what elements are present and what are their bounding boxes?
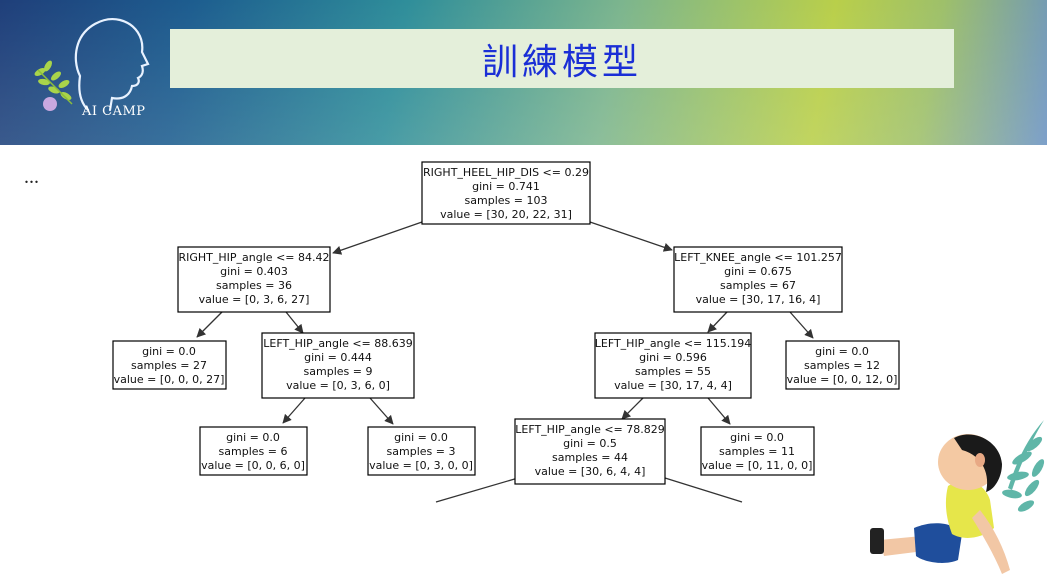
node-root-line-2: samples = 103	[465, 194, 548, 207]
edge-root-n1	[332, 221, 423, 255]
edge-n5-n9	[621, 397, 644, 420]
hair	[954, 434, 1002, 492]
node-n9-line-2: samples = 44	[552, 451, 628, 464]
node-box-n7	[199, 426, 308, 476]
node-n8-line-2: value = [0, 3, 0, 0]	[369, 459, 473, 472]
shorts	[914, 523, 962, 563]
page-title: 訓練模型	[481, 41, 642, 83]
node-box-n2	[673, 246, 843, 313]
edge-n9-left	[435, 477, 519, 503]
node-n4-line-1: gini = 0.444	[304, 351, 372, 364]
node-n2-line-3: value = [30, 17, 16, 4]	[696, 293, 821, 306]
node-n4-line-2: samples = 9	[304, 365, 373, 378]
node-n1-line-2: samples = 36	[216, 279, 292, 292]
ellipsis-text: ...	[24, 166, 39, 188]
node-box-n4	[261, 332, 415, 399]
node-n8-line-1: samples = 3	[387, 445, 456, 458]
node-n5-line-3: value = [30, 17, 4, 4]	[614, 379, 732, 392]
node-box-root	[421, 161, 591, 225]
node-root-line-3: value = [30, 20, 22, 31]	[440, 208, 572, 221]
leaf-icon	[34, 60, 73, 105]
child-mascot-illustration	[870, 420, 1045, 574]
edge-n4-n8	[369, 397, 394, 425]
logo-text: AI CAMP	[82, 104, 146, 119]
node-n3-line-2: value = [0, 0, 0, 27]	[114, 373, 225, 386]
node-box-n10	[700, 426, 815, 476]
node-box-n9	[514, 418, 666, 485]
edge-n1-n4	[285, 311, 304, 334]
node-box-n3	[112, 340, 227, 390]
node-n2-line-0: LEFT_KNEE_angle <= 101.257	[674, 251, 842, 264]
node-n6-line-0: gini = 0.0	[815, 345, 869, 358]
arm	[972, 510, 1010, 574]
node-n6-line-2: value = [0, 0, 12, 0]	[787, 373, 898, 386]
node-n10-line-1: samples = 11	[719, 445, 795, 458]
title-box: 訓練模型	[170, 29, 954, 88]
tree-node-texts: RIGHT_HEEL_HIP_DIS <= 0.29 gini = 0.741 …	[114, 166, 898, 478]
edge-n5-n10	[707, 397, 731, 425]
edge-n2-n6	[789, 311, 814, 339]
node-n10-line-0: gini = 0.0	[730, 431, 784, 444]
node-n6-line-1: samples = 12	[804, 359, 880, 372]
ai-camp-logo	[34, 18, 150, 112]
node-n1-line-3: value = [0, 3, 6, 27]	[199, 293, 310, 306]
node-box-n5	[594, 332, 752, 399]
tree-edges	[196, 221, 814, 503]
node-n3-line-1: samples = 27	[131, 359, 207, 372]
node-n5-line-1: gini = 0.596	[639, 351, 707, 364]
node-n7-line-1: samples = 6	[219, 445, 288, 458]
node-n3-line-0: gini = 0.0	[142, 345, 196, 358]
edge-n1-n3	[196, 311, 223, 338]
berry-icon	[43, 97, 57, 111]
head-profile-icon	[74, 18, 150, 112]
edge-n9-right	[664, 477, 743, 503]
shoe	[870, 528, 884, 554]
edge-n2-n5	[707, 311, 728, 333]
plant-leaves-icon	[1002, 420, 1045, 512]
node-n5-line-2: samples = 55	[635, 365, 711, 378]
node-n1-line-0: RIGHT_HIP_angle <= 84.42	[179, 251, 330, 264]
node-n5-line-0: LEFT_HIP_angle <= 115.194	[595, 337, 752, 350]
node-n10-line-2: value = [0, 11, 0, 0]	[702, 459, 813, 472]
tree-node-boxes	[112, 161, 900, 485]
node-root-line-1: gini = 0.741	[472, 180, 540, 193]
node-box-n8	[367, 426, 476, 476]
edge-root-n2	[589, 221, 673, 252]
node-n1-line-1: gini = 0.403	[220, 265, 288, 278]
node-n8-line-0: gini = 0.0	[394, 431, 448, 444]
node-n9-line-3: value = [30, 6, 4, 4]	[535, 465, 646, 478]
node-n2-line-1: gini = 0.675	[724, 265, 792, 278]
node-n9-line-0: LEFT_HIP_angle <= 78.829	[515, 423, 665, 436]
decision-tree: RIGHT_HEEL_HIP_DIS <= 0.29 gini = 0.741 …	[112, 161, 900, 503]
node-n2-line-2: samples = 67	[720, 279, 796, 292]
node-n7-line-0: gini = 0.0	[226, 431, 280, 444]
edge-n4-n7	[282, 397, 306, 424]
node-box-n1	[177, 246, 331, 313]
node-n4-line-3: value = [0, 3, 6, 0]	[286, 379, 390, 392]
node-n7-line-2: value = [0, 0, 6, 0]	[201, 459, 305, 472]
ear	[975, 453, 985, 467]
node-box-n6	[785, 340, 900, 390]
node-n4-line-0: LEFT_HIP_angle <= 88.639	[263, 337, 413, 350]
node-n9-line-1: gini = 0.5	[563, 437, 617, 450]
node-root-line-0: RIGHT_HEEL_HIP_DIS <= 0.29	[423, 166, 589, 179]
